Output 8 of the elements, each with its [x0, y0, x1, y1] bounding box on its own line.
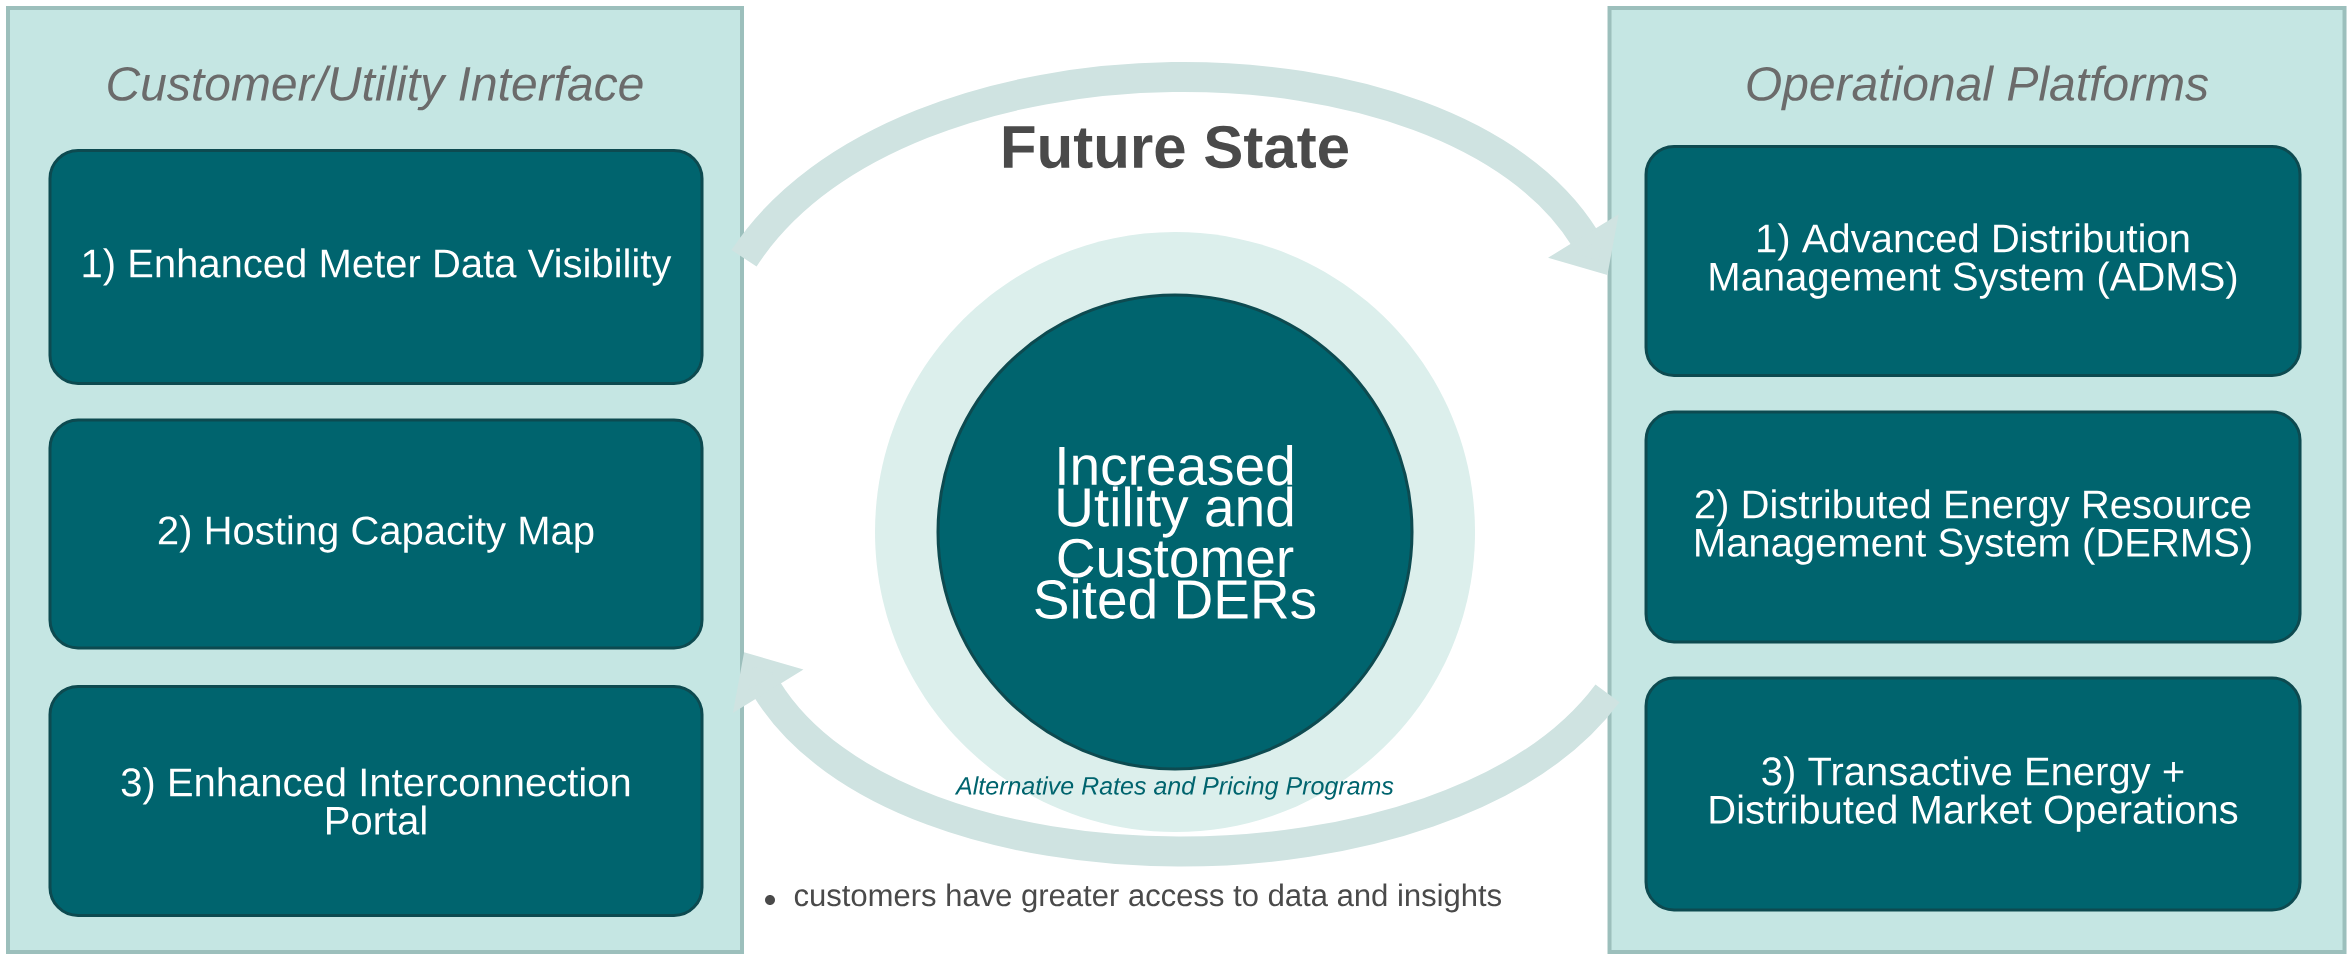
process-box: 1) Enhanced Meter Data Visibility — [48, 149, 704, 385]
title: Future State — [1003, 125, 1348, 169]
process-box: 2) Distributed Energy Resource Management System (DERMS) — [1644, 410, 2302, 644]
bullet-text: customers have greater access to data and insights — [794, 883, 1501, 913]
process-box: 1) Advanced Distribution Management System (ADMS) — [1644, 145, 2302, 377]
process-box: 3) Transactive Energy + Distributed Market Operations — [1644, 676, 2302, 912]
process-box: 3) Enhanced Interconnection Portal — [48, 685, 704, 917]
process-box: 2) Hosting Capacity Map — [48, 418, 704, 650]
